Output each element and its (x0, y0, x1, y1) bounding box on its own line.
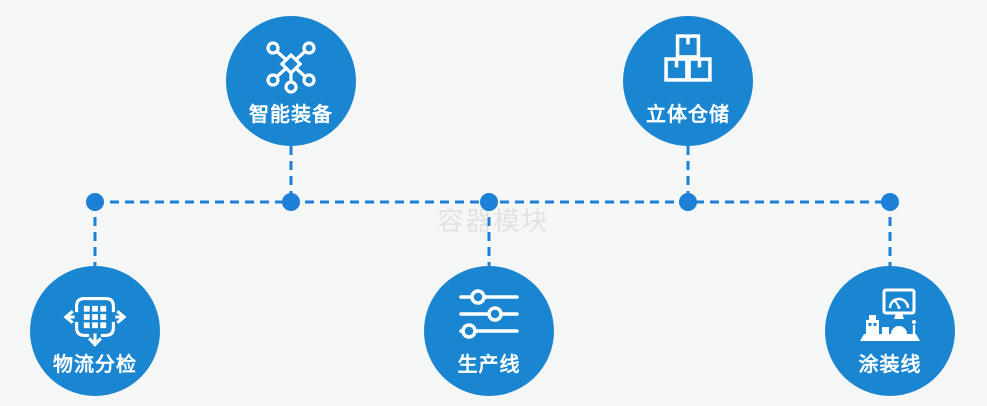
node-label: 生产线 (457, 354, 521, 376)
network-nodes-icon (266, 41, 316, 94)
stacked-boxes-icon (664, 34, 712, 82)
node-label: 智能装备 (249, 104, 333, 126)
node-production-line: 生产线 (424, 266, 554, 396)
node-logistics-sorting: 物流分检 (30, 266, 160, 396)
node-painting-line: 涂装线 (825, 266, 955, 396)
sliders-icon (459, 289, 519, 339)
node-label: 涂装线 (858, 354, 922, 376)
node-smart-equipment: 智能装备 (226, 16, 356, 146)
node-label: 立体仓储 (646, 104, 730, 126)
junction-dots (86, 193, 899, 211)
sorting-arrows-icon (63, 297, 127, 347)
node-label: 物流分检 (53, 354, 137, 376)
node-vertical-warehouse: 立体仓储 (623, 16, 753, 146)
watermark-text: 容器模块 (437, 206, 550, 236)
paint-station-icon (860, 288, 920, 341)
